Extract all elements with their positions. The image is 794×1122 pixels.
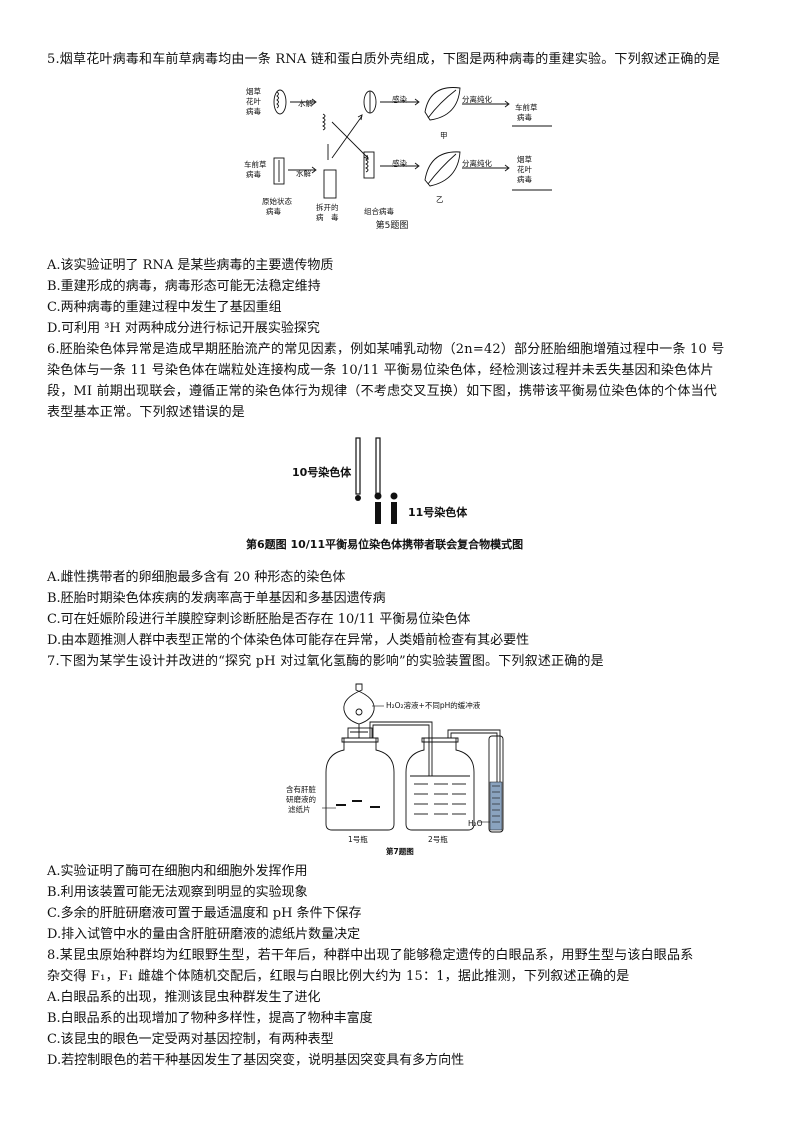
q6-stem-line-1: 6.胚胎染色体异常是造成早期胚胎流产的常见因素，例如某哺乳动物（2n=42）部分… xyxy=(47,342,725,357)
q5-option-d: D.可利用 ³H 对两种成分进行标记开展实验探究 xyxy=(47,321,320,336)
q5-split-0: 拆开的 xyxy=(316,202,339,212)
q6-option-d: D.由本题推测人群中表型正常的个体染色体可能存在异常，人类婚前检查有其必要性 xyxy=(47,633,530,648)
q6-stem-line-4: 表型基本正常。下列叙述错误的是 xyxy=(47,405,246,420)
q5-option-a: A.该实验证明了 RNA 是某些病毒的主要遗传物质 xyxy=(47,258,334,273)
q5-result2-2: 病毒 xyxy=(517,174,532,184)
q6-option-b: B.胚胎时期染色体疾病的发病率高于单基因和多基因遗传病 xyxy=(47,591,386,606)
q5-result1-1: 病毒 xyxy=(517,112,532,122)
q7-water-label: H₂O xyxy=(468,819,483,828)
q5-tmv-label-1: 花叶 xyxy=(246,96,261,106)
q6-chr10-label: 10号染色体 xyxy=(292,465,352,479)
q5-tmv-label-2: 病毒 xyxy=(246,106,261,116)
q5-hrv-label-0: 车前草 xyxy=(244,159,267,169)
q5-split-1: 病 毒 xyxy=(316,212,339,222)
q7-paper-label-0: 含有肝脏 xyxy=(286,784,316,794)
measuring-tube xyxy=(488,735,504,833)
q7-option-a: A.实验证明了酶可在细胞内和细胞外发挥作用 xyxy=(47,864,308,879)
q5-original-1: 病毒 xyxy=(266,206,281,216)
q5-hydrolysis2: 水解 xyxy=(296,168,311,178)
hrv-virus-shape xyxy=(273,157,285,185)
q7-option-b: B.利用该装置可能无法观察到明显的实验现象 xyxy=(47,885,308,900)
q5-tmv-label-0: 烟草 xyxy=(246,86,261,96)
q8-option-b: B.白眼品系的出现增加了物种多样性，提高了物种丰富度 xyxy=(47,1011,373,1026)
q5-option-c: C.两种病毒的重建过程中发生了基因重组 xyxy=(47,300,282,315)
q8-stem-line-2: 杂交得 F₁，F₁ 雌雄个体随机交配后，红眼与白眼比例大约为 15：1，据此推测… xyxy=(47,969,630,984)
q7-stem: 7.下图为某学生设计并改进的“探究 pH 对过氧化氢酶的影响”的实验装置图。下列… xyxy=(47,654,604,669)
q6-caption: 第6题图 10/11平衡易位染色体携带者联会复合物模式图 xyxy=(246,538,524,551)
q6-chr11-label: 11号染色体 xyxy=(408,505,468,519)
q5-figure: 烟草 花叶 病毒 车前草 病毒 水解 水解 感染 感染 分离纯化 分离纯化 车前… xyxy=(244,86,552,230)
q7-option-d: D.排入试管中水的量由含肝脏研磨液的滤纸片数量决定 xyxy=(47,927,361,942)
chromosome-11-left xyxy=(375,502,381,524)
q8-stem-line-1: 8.某昆虫原始种群均为红眼野生型，若干年后，种群中出现了能够稳定遗传的白眼品系，… xyxy=(47,948,694,963)
q5-caption: 第5题图 xyxy=(376,219,409,230)
q5-result2-0: 烟草 xyxy=(517,154,532,164)
q7-paper-label-1: 研磨液的 xyxy=(286,794,316,804)
q7-funnel-label: H₂O₂溶液+不同pH的缓冲液 xyxy=(386,700,481,710)
combined-virus xyxy=(363,151,375,179)
tmv-virus-shape xyxy=(273,89,287,115)
q5-infect1: 感染 xyxy=(392,94,407,104)
q8-option-a: A.白眼品系的出现，推测该昆虫种群发生了进化 xyxy=(47,990,321,1005)
bottle-1 xyxy=(325,737,395,831)
q7-paper-label-2: 滤纸片 xyxy=(288,804,311,814)
q5-combined: 组合病毒 xyxy=(364,206,394,216)
q5-result2-1: 花叶 xyxy=(517,164,532,174)
q7-option-c: C.多余的肝脏研磨液可置于最适温度和 pH 条件下保存 xyxy=(47,906,362,921)
chromosome-11-right xyxy=(391,502,397,524)
q6-option-c: C.可在妊娠阶段进行羊膜腔穿刺诊断胚胎是否存在 10/11 平衡易位染色体 xyxy=(47,612,471,627)
q5-yi: 乙 xyxy=(436,195,444,204)
q7-caption: 第7题图 xyxy=(386,846,414,856)
q5-infect2: 感染 xyxy=(392,158,407,168)
q5-hydrolysis1: 水解 xyxy=(298,98,313,108)
q5-purify2: 分离纯化 xyxy=(462,158,492,168)
q5-original-0: 原始状态 xyxy=(262,196,292,206)
q7-bottle1-label: 1号瓶 xyxy=(348,834,368,844)
separatory-funnel xyxy=(343,683,375,725)
q6-stem-line-2: 染色体与一条 11 号染色体在端粒处连接构成一条 10/11 平衡易位染色体，经… xyxy=(47,363,714,378)
chromosome-10-right xyxy=(375,437,381,495)
q6-stem-line-3: 段，MI 前期出现联会，遵循正常的染色体行为规律（不考虑交叉互换）如下图，携带该… xyxy=(47,384,717,399)
q5-result1-0: 车前草 xyxy=(515,102,538,112)
q7-figure: H₂O₂溶液+不同pH的缓冲液 含有肝脏 研磨液的 滤纸片 1号瓶 2号瓶 H₂… xyxy=(286,683,504,856)
leaf-jia xyxy=(424,87,461,121)
chromosome-10-left xyxy=(355,437,361,495)
q6-figure: 10号染色体 11号染色体 xyxy=(292,437,468,524)
bottle-2 xyxy=(405,737,475,831)
q7-bottle2-label: 2号瓶 xyxy=(428,834,448,844)
leaf-yi xyxy=(424,151,461,187)
q8-option-c: C.该昆虫的眼色一定受两对基因控制，有两种表型 xyxy=(47,1032,334,1047)
q6-option-a: A.雌性携带者的卵细胞最多含有 20 种形态的染色体 xyxy=(47,570,346,585)
q5-jia: 甲 xyxy=(440,131,448,140)
q8-option-d: D.若控制眼色的若干种基因发生了基因突变，说明基因突变具有多方向性 xyxy=(47,1053,465,1068)
q5-purify1: 分离纯化 xyxy=(462,94,492,104)
q5-option-b: B.重建形成的病毒，病毒形态可能无法稳定维持 xyxy=(47,279,321,294)
q5-hrv-label-1: 病毒 xyxy=(246,169,261,179)
q5-stem: 5.烟草花叶病毒和车前草病毒均由一条 RNA 链和蛋白质外壳组成，下图是两种病毒… xyxy=(47,52,721,67)
